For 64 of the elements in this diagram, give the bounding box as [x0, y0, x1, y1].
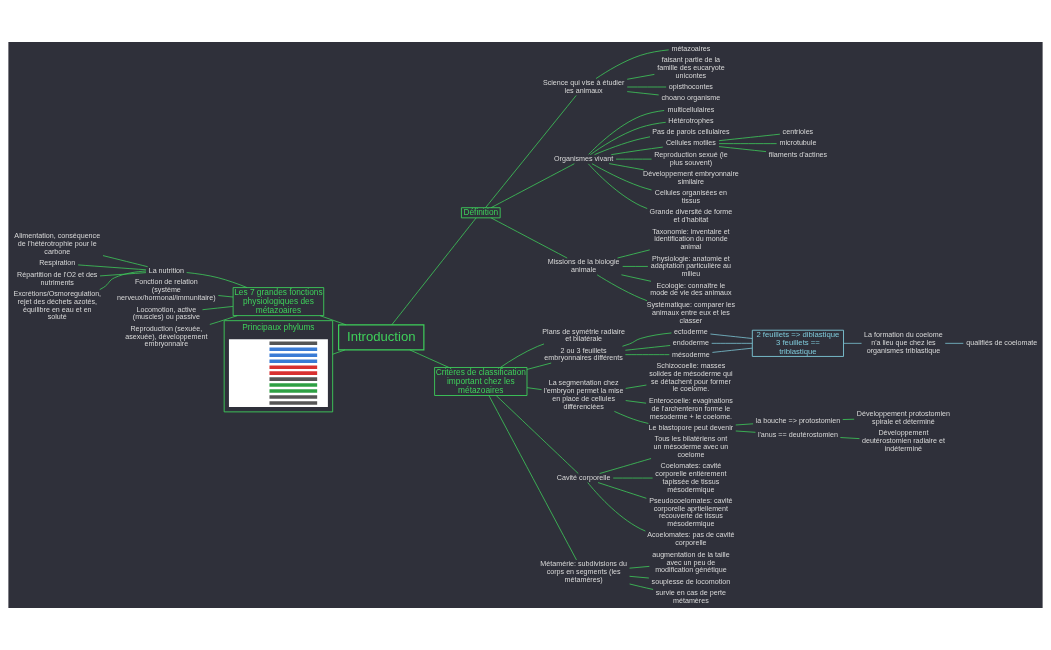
- connector: [621, 274, 652, 282]
- connector: [319, 315, 347, 326]
- connector: [617, 249, 651, 259]
- connector: [626, 74, 655, 80]
- connector: [622, 332, 672, 347]
- connector: [590, 121, 667, 155]
- node-box: Les 7 grandes fonctions physiologiques des métazoaires: [232, 287, 325, 317]
- connector: [625, 384, 647, 389]
- connector: [608, 163, 645, 171]
- connector: [77, 264, 147, 271]
- connector: [718, 146, 767, 152]
- connector: [332, 349, 346, 355]
- connector: [526, 387, 542, 390]
- connector: [626, 91, 660, 96]
- node-box: Définition: [460, 207, 501, 219]
- connector: [842, 418, 855, 420]
- connector: [591, 163, 652, 191]
- connector: [629, 575, 650, 579]
- connector: [614, 411, 649, 424]
- connector: [629, 583, 654, 590]
- connector: [409, 349, 450, 368]
- connector: [99, 270, 147, 291]
- connector: [615, 158, 652, 160]
- connector: [735, 430, 756, 433]
- connector: [711, 342, 753, 344]
- connector: [495, 395, 579, 474]
- connector: [839, 437, 860, 439]
- connector: [629, 566, 650, 569]
- connector: [625, 400, 647, 404]
- connector: [599, 458, 652, 474]
- connector: [490, 163, 575, 209]
- connector: [610, 146, 664, 156]
- connector: [526, 362, 552, 370]
- connector: [597, 482, 647, 499]
- connector: [209, 315, 238, 325]
- connector: [217, 295, 234, 298]
- connector: [712, 347, 753, 353]
- connector: [718, 133, 781, 142]
- connector: [588, 110, 665, 155]
- connector: [391, 217, 477, 326]
- connector: [202, 306, 234, 311]
- connector: [587, 482, 646, 532]
- connector: [710, 333, 753, 339]
- connector: [488, 395, 577, 561]
- connector: [102, 255, 149, 268]
- connector: [944, 342, 964, 344]
- connector: [843, 342, 862, 344]
- connector: [490, 217, 568, 259]
- node-box: Critères de classification important chez les métazoaires: [434, 367, 528, 396]
- connector: [186, 272, 248, 288]
- connector: [625, 354, 670, 356]
- cluster: Principaux phylums: [223, 320, 334, 413]
- connector: [485, 95, 577, 209]
- connector: [594, 136, 651, 155]
- connector: [587, 163, 648, 209]
- connector: [596, 274, 648, 302]
- connector: [622, 266, 649, 267]
- connector: [595, 49, 670, 79]
- connector: [499, 343, 545, 368]
- node-box: Introduction: [338, 324, 425, 351]
- connector: [718, 143, 777, 145]
- connector: [625, 345, 671, 351]
- connector: [99, 272, 147, 277]
- connector: [735, 423, 754, 426]
